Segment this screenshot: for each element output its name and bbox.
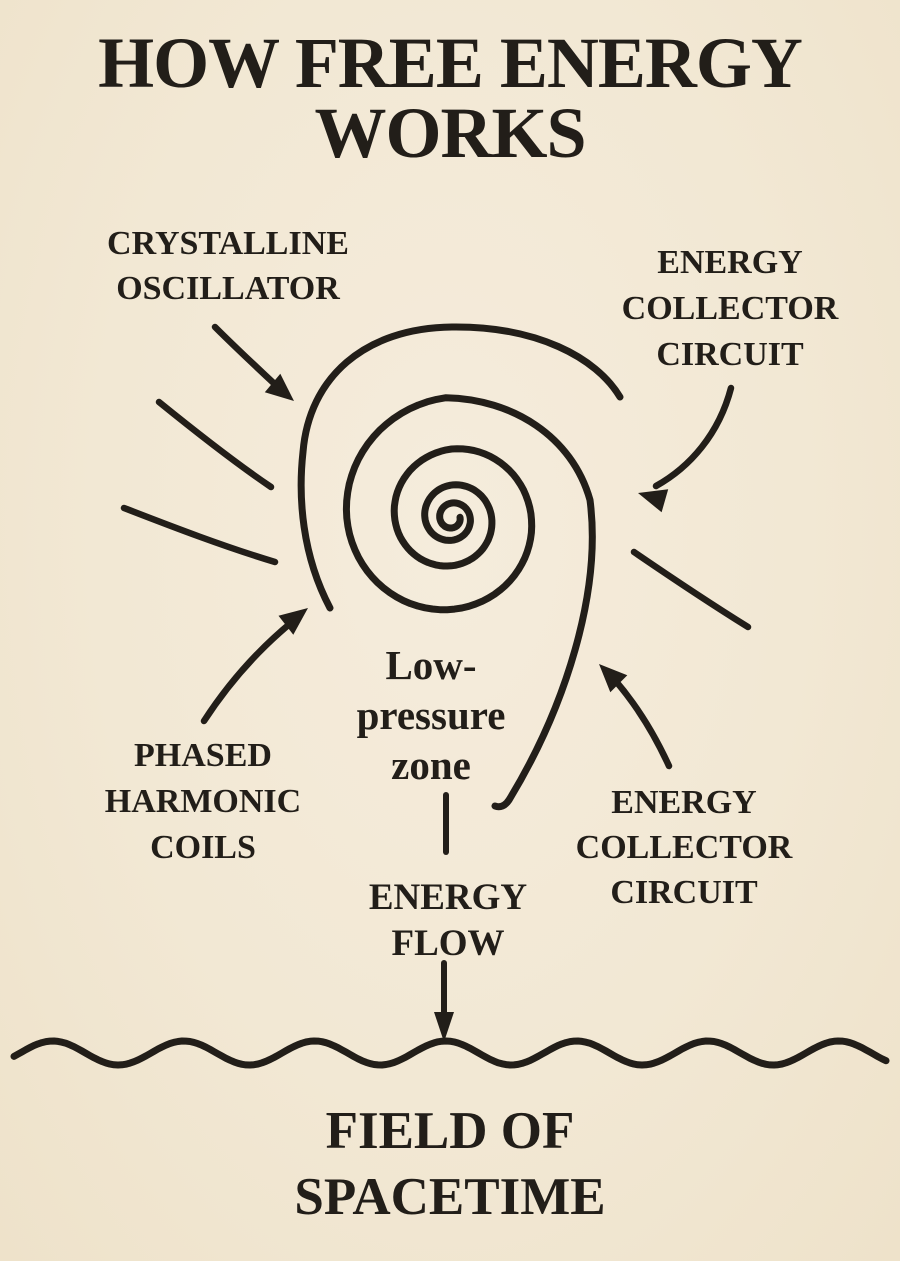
label-line: COLLECTOR	[621, 290, 839, 327]
field-line-left-2	[120, 504, 279, 566]
label-crystalline-oscillator: CRYSTALLINE OSCILLATOR	[38, 221, 418, 311]
field-line-right-1	[630, 548, 752, 631]
label-line: Low-	[385, 642, 477, 688]
label-low-pressure-zone: Low- pressure zone	[281, 640, 581, 790]
label-line: ENERGY	[368, 877, 528, 918]
field-line-left-1	[155, 398, 275, 491]
label-line: COLLECTOR	[575, 829, 793, 866]
label-energy-collector-circuit-bottom: ENERGY COLLECTOR CIRCUIT	[494, 780, 874, 915]
arrow-phased-harmonic-coils	[200, 618, 296, 725]
label-line: COILS	[150, 829, 256, 866]
arrowhead-energy-flow	[434, 1012, 454, 1042]
arrowhead-phased-harmonic-coils	[278, 608, 308, 635]
title-line-1: HOW FREE ENERGY	[98, 23, 803, 103]
label-line: FLOW	[391, 923, 505, 964]
label-energy-flow: ENERGY FLOW	[298, 875, 598, 967]
label-line: OSCILLATOR	[116, 270, 340, 307]
arrowhead-energy-collector-top	[638, 489, 669, 513]
label-line: HARMONIC	[104, 783, 302, 820]
spiral-outer-arc	[297, 323, 624, 612]
label-line: ENERGY	[657, 244, 803, 281]
label-energy-collector-circuit-top: ENERGY COLLECTOR CIRCUIT	[540, 240, 900, 378]
label-line: CIRCUIT	[656, 336, 804, 373]
title-line-2: WORKS	[314, 93, 586, 173]
label-phased-harmonic-coils: PHASED HARMONIC COILS	[13, 733, 393, 871]
arrowhead-crystalline-oscillator	[264, 373, 294, 401]
arrow-energy-collector-bottom	[610, 675, 673, 770]
arrow-crystalline-oscillator	[211, 323, 285, 394]
spacetime-wavy-line-icon	[10, 1037, 890, 1069]
label-line: CIRCUIT	[610, 874, 758, 911]
spiral-vortex-icon	[342, 394, 596, 811]
page-title: HOW FREE ENERGY WORKS	[0, 23, 900, 173]
arrow-energy-collector-top	[652, 384, 735, 490]
label-field-of-spacetime: FIELD OF SPACETIME	[150, 1098, 750, 1230]
label-line: CRYSTALLINE	[107, 225, 349, 262]
label-line: PHASED	[134, 737, 272, 774]
label-line: ENERGY	[611, 784, 757, 821]
label-line: SPACETIME	[294, 1168, 606, 1226]
label-line: pressure	[356, 692, 506, 738]
label-line: zone	[391, 742, 471, 788]
label-line: FIELD OF	[325, 1102, 575, 1160]
arrowhead-energy-collector-bottom	[599, 664, 628, 693]
